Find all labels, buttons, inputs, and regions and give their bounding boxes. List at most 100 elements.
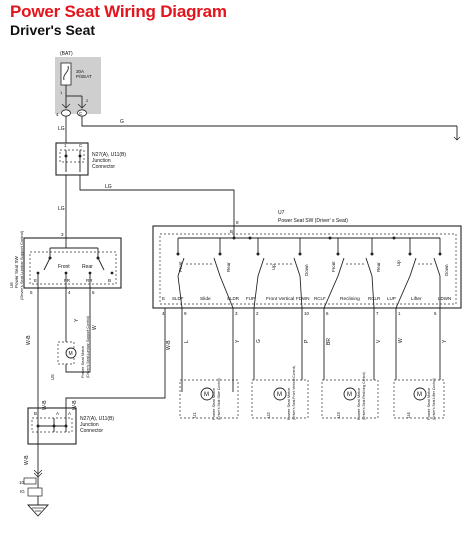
- term-e: E: [162, 296, 165, 301]
- term-ldwn: LDWN: [438, 296, 451, 301]
- switch-group-lifter: Up Down: [396, 238, 449, 277]
- term-sldr: SLDR: [227, 296, 240, 301]
- wire-label-lg-3: LG: [58, 206, 65, 212]
- reclining-front: Front: [331, 261, 336, 272]
- ground-label: IG: [20, 489, 25, 494]
- group-name-lifter: Lifter: [411, 296, 422, 302]
- motor-u3-desc: (Driver's Seat Reclining Control): [362, 372, 366, 420]
- group-name-front-vertical: Front Vertical: [266, 296, 294, 302]
- term-fdwn: FDWN: [296, 296, 310, 301]
- junction-bottom-pin-a1: A: [56, 411, 59, 416]
- motor-u4-name: Power Seat Motor: [426, 387, 431, 420]
- fuse-rating: 30A: [76, 69, 84, 74]
- junction-top-label: N27(A), U11(B): [92, 152, 126, 158]
- junction-connector-bottom: [27, 407, 77, 445]
- group-name-reclining: Reclining: [340, 296, 360, 302]
- lumbar-motor-box: [57, 341, 75, 365]
- main-pin-4: 4: [162, 311, 165, 316]
- motor-u1-id: U1: [192, 412, 197, 418]
- motor-u2-id: U2: [266, 412, 271, 418]
- lumbar-switch-desc: (Driver's Seat Lumbar Support Control): [19, 230, 24, 300]
- motor-u1: M U1 Power Seat Motor (Driver's Seat Sli…: [179, 378, 239, 420]
- lifter-down: Down: [444, 264, 449, 276]
- vertical-down: Down: [304, 264, 309, 276]
- lumbar-switch-pin-6: 6: [92, 290, 95, 295]
- main-pin-1: 1: [398, 311, 401, 316]
- svg-text:M: M: [277, 392, 282, 398]
- wire-label-g-motor: G: [256, 339, 262, 343]
- motor-u2-name: Power Seat Motor: [286, 387, 291, 420]
- junction-bottom-label: N27(A), U11(B): [80, 416, 114, 422]
- motor-u2: M U2 Power Seat Motor (Driver's Seat Fro…: [251, 366, 309, 420]
- motor-u2-desc: (Driver's Seat Front Vertical Control): [292, 366, 296, 420]
- fuse-battery-terminal: (BAT): [60, 51, 73, 57]
- term-rclr: RCLR: [368, 296, 381, 301]
- junction-top-pin-1: 1: [64, 143, 67, 148]
- motor-u4-icon: [413, 387, 427, 401]
- wire-label-y-lumbar: Y: [74, 318, 80, 322]
- motor-u1-name: Power Seat Motor: [211, 387, 216, 420]
- lifter-up: Up: [396, 260, 401, 266]
- wire-label-lg-2: LG: [105, 184, 112, 190]
- lumbar-switch-name: Power Seat SW: [14, 255, 19, 288]
- svg-text:M: M: [204, 392, 209, 398]
- wire-label-lg-1: LG: [58, 126, 65, 132]
- switch-group-reclining: Front Rear: [331, 238, 381, 277]
- main-switch-pin-8: 8: [236, 220, 239, 225]
- reclining-rear: Rear: [376, 262, 381, 272]
- motor-u2-icon: [273, 387, 287, 401]
- motor-u3-id: U3: [336, 412, 341, 418]
- motor-u1-desc: (Driver's Seat Slide Control): [217, 378, 221, 420]
- lumbar-motor-name: Power Seat Motor: [80, 345, 85, 378]
- motor-u1-icon: [200, 387, 214, 401]
- main-switch-label-b: B: [230, 229, 233, 234]
- wire-label-p: P: [304, 339, 310, 343]
- motor-u3: M U3 Power Seat Motor (Driver's Seat Rec…: [321, 372, 379, 420]
- wire-label-l: L: [184, 340, 190, 343]
- lumbar-motor-desc: (Driver's Seat Lumbar Support Control): [86, 316, 90, 378]
- svg-text:M: M: [347, 392, 352, 398]
- fuse-icon: [63, 65, 69, 81]
- wire-label-wb-3: W-B: [42, 400, 48, 410]
- lumbar-switch-rear: Rear: [82, 264, 93, 270]
- wire-label-wb-4: W-B: [72, 400, 78, 410]
- fuse-connector-pin-4: 4: [56, 112, 59, 117]
- ground-icon: [26, 504, 50, 517]
- wire-label-wb-5: W-B: [24, 455, 30, 465]
- main-pin-2: 2: [256, 311, 259, 316]
- fuse-element: [60, 62, 72, 86]
- wire-label-v: V: [376, 339, 382, 343]
- slide-rear: Rear: [226, 262, 231, 272]
- main-switch-terminals: E SLDF SLDR FUP FDWN RCLF RCLR LUP LDWN: [162, 296, 451, 301]
- lumbar-motor-icon: [65, 347, 77, 359]
- lumbar-motor-id: U5: [50, 374, 55, 380]
- diagram-title: Power Seat Wiring Diagram: [10, 2, 227, 21]
- lumbar-switch-pin-5: 5: [30, 290, 33, 295]
- slide-front: Front: [178, 261, 183, 272]
- lumbar-switch-pin-4: 4: [68, 290, 71, 295]
- junction-bottom-desc2: Connector: [80, 428, 103, 434]
- switch-group-slide: Front Rear: [176, 238, 231, 277]
- main-pin-7: 7: [376, 311, 379, 316]
- main-pin-6: 6: [326, 311, 329, 316]
- junction-top-desc2: Connector: [92, 164, 115, 170]
- wire-label-wb-1: W-B: [26, 335, 32, 345]
- svg-text:M: M: [417, 392, 422, 398]
- group-name-slide: Slide: [200, 296, 211, 302]
- lumbar-switch-term-b: B: [108, 278, 111, 283]
- junction-bottom-pin-a2: A: [68, 411, 71, 416]
- junction-top-desc1: Junction: [92, 158, 111, 164]
- wire-label-y: Y: [235, 339, 241, 343]
- main-pin-3: 3: [235, 311, 238, 316]
- main-switch-box: [152, 225, 462, 309]
- wire-label-br: BR: [326, 338, 332, 345]
- junction-bottom-desc1: Junction: [80, 422, 99, 428]
- motor-u4-desc: (Driver's Seat Lifter Control): [432, 378, 436, 420]
- term-fup: FUP: [246, 296, 255, 301]
- motor-u4-id: U4: [406, 412, 411, 418]
- motor-u3-name: Power Seat Motor: [356, 387, 361, 420]
- motor-u3-icon: [343, 387, 357, 401]
- fuse-name: P/SEAT: [76, 74, 92, 79]
- main-pin-5: 5: [434, 311, 437, 316]
